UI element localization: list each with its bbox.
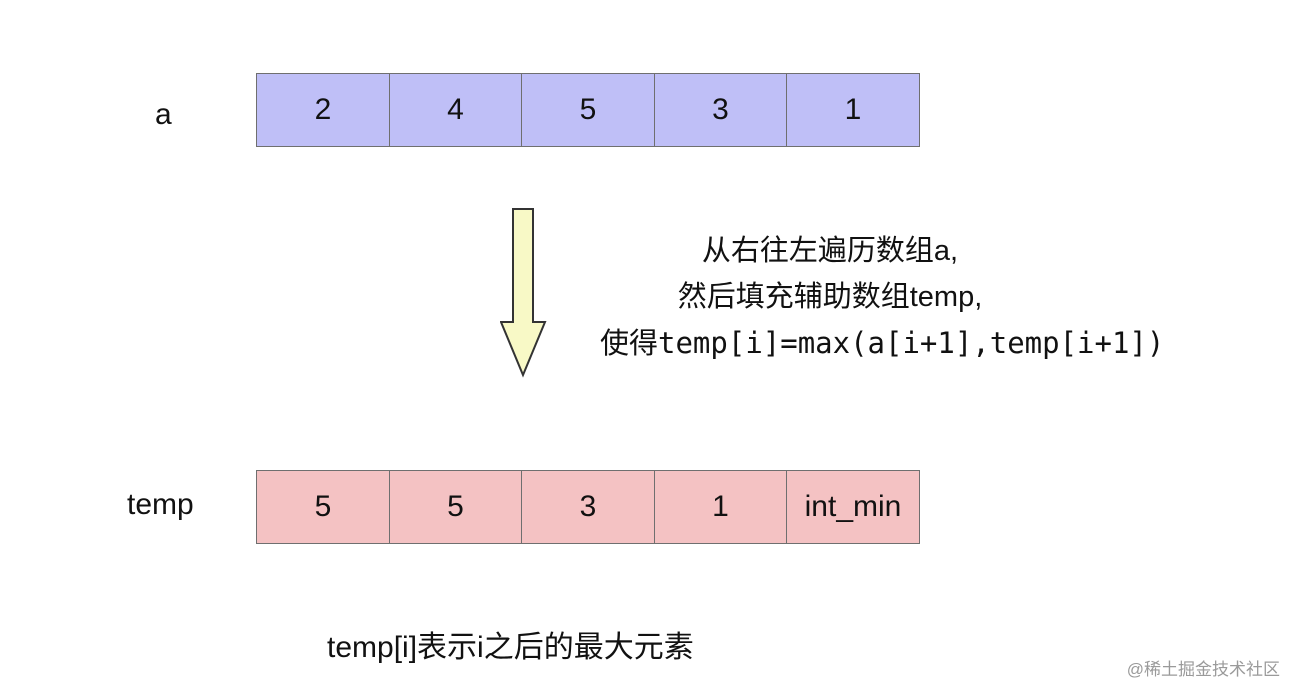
array-temp-cell: 3 [521,470,655,544]
array-temp-cell: 5 [256,470,390,544]
array-a-cell: 1 [786,73,920,147]
explanation-line-3-prefix: 使得 [600,328,659,360]
array-a-label: a [155,98,172,131]
down-arrow-icon [500,208,547,378]
array-temp-cell: int_min [786,470,920,544]
array-temp: 5 5 3 1 int_min [256,470,920,544]
array-temp-cell: 1 [653,470,788,544]
array-temp-cell: 5 [388,470,523,544]
caption-text: temp[i]表示i之后的最大元素 [327,631,694,664]
explanation-line-2: 然后填充辅助数组temp, [677,281,983,313]
array-a-cell: 4 [388,73,523,147]
explanation-formula: temp[i]=max(a[i+1],temp[i+1]) [658,326,1165,360]
array-a-cell: 3 [653,73,788,147]
array-a: 2 4 5 3 1 [256,73,920,147]
array-a-cell: 2 [256,73,390,147]
array-a-cell: 5 [521,73,655,147]
watermark-text: @稀土掘金技术社区 [1126,660,1280,679]
explanation-line-3: 使得temp[i]=max(a[i+1],temp[i+1]) [600,320,1164,367]
explanation-text: 从右往左遍历数组a, 然后填充辅助数组temp, 使得temp[i]=max(a… [600,228,1164,367]
explanation-line-1: 从右往左遍历数组a, [701,235,959,267]
array-temp-label: temp [127,488,194,521]
